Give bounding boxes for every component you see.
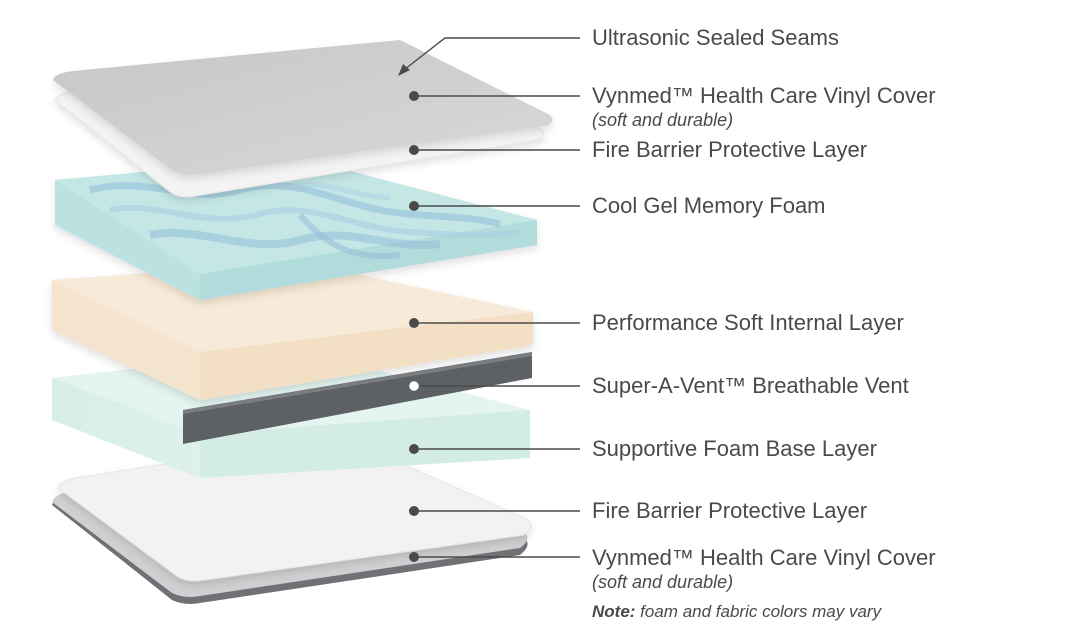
performance-soft-layer [52, 262, 533, 400]
label-breathable-vent: Super-A-Vent™ Breathable Vent [592, 373, 909, 398]
label-fire-barrier-bottom: Fire Barrier Protective Layer [592, 498, 868, 523]
label-supportive-foam-base: Supportive Foam Base Layer [592, 436, 877, 461]
note-prefix: Note: [592, 602, 636, 621]
sublabel-vinyl-cover-bottom: (soft and durable) [592, 572, 734, 592]
label-ultrasonic-sealed-seams: Ultrasonic Sealed Seams [592, 25, 840, 50]
leader-line-seams [399, 37, 580, 74]
top-vinyl-cover [53, 40, 553, 175]
dot-gel [409, 201, 419, 211]
sublabel-vinyl-cover-top: (soft and durable) [592, 110, 734, 130]
leader-lines [399, 37, 580, 558]
dot-base [409, 444, 419, 454]
dot-vent [407, 379, 421, 393]
label-vinyl-cover-top: Vynmed™ Health Care Vinyl Cover [592, 83, 936, 108]
leader-markers [398, 64, 421, 562]
label-cool-gel-memory-foam: Cool Gel Memory Foam [592, 193, 826, 218]
note-text: foam and fabric colors may vary [635, 602, 882, 621]
label-performance-soft-layer: Performance Soft Internal Layer [592, 310, 904, 335]
dot-fire-bottom [409, 506, 419, 516]
dot-soft [409, 318, 419, 328]
breathable-vent [183, 352, 532, 444]
dot-vinyl-top [409, 91, 419, 101]
label-vinyl-cover-bottom: Vynmed™ Health Care Vinyl Cover [592, 545, 936, 570]
label-fire-barrier-top: Fire Barrier Protective Layer [592, 137, 868, 162]
arrowhead-seams [398, 64, 410, 76]
color-note: Note: foam and fabric colors may vary [592, 602, 881, 622]
dot-vinyl-bottom [409, 552, 419, 562]
bottom-fire-barrier [57, 435, 532, 582]
dot-fire-top [409, 145, 419, 155]
